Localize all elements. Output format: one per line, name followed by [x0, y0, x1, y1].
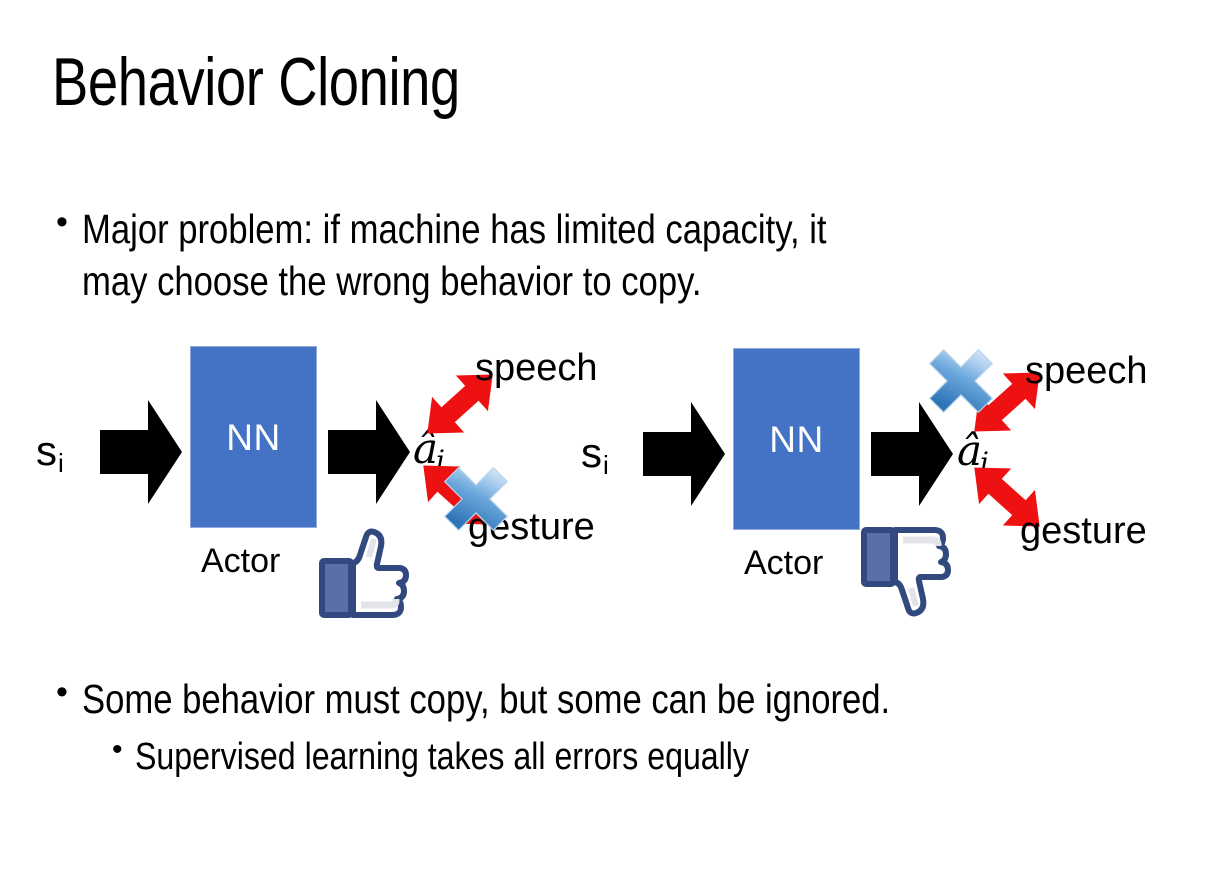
thumbs-up-icon — [317, 525, 417, 623]
bullet-bottom-1: • Some behavior must copy, but some can … — [56, 673, 1186, 725]
diagram-left: si NN Actor âi — [20, 330, 620, 640]
bullet-bottom-2-text: Supervised learning takes all errors equ… — [134, 736, 749, 778]
bullet-marker-icon: • — [56, 203, 68, 241]
state-subscript: i — [603, 450, 609, 481]
actor-label-right: Actor — [744, 544, 824, 582]
nn-box-label: NN — [769, 418, 824, 460]
speech-label-left: speech — [475, 347, 598, 389]
cross-out-icon-right — [920, 340, 1002, 422]
output-arrow-right — [871, 402, 953, 506]
action-label-left: âi — [413, 428, 445, 475]
cross-out-icon-left — [435, 458, 517, 540]
state-label-left: si — [36, 427, 64, 479]
action-label-right: âi — [957, 430, 989, 477]
thumbs-down-icon — [859, 522, 959, 620]
input-arrow-left — [100, 400, 182, 504]
diagram-right: si NN Actor âi — [565, 330, 1165, 640]
nn-box-right: NN — [733, 348, 860, 530]
state-symbol: s — [36, 427, 57, 474]
output-arrow-left — [328, 400, 410, 504]
bullet-bottom-1-text: Some behavior must copy, but some can be… — [81, 676, 891, 722]
gesture-label-right: gesture — [1020, 510, 1147, 552]
gesture-arrow-right — [955, 442, 1059, 552]
action-subscript: i — [436, 444, 446, 478]
bullet-top-text: Major problem: if machine has limited ca… — [81, 206, 827, 305]
nn-box-left: NN — [190, 346, 317, 528]
bullet-marker-icon: • — [56, 673, 68, 711]
state-label-right: si — [581, 429, 609, 481]
state-symbol: s — [581, 429, 602, 476]
nn-box-label: NN — [226, 416, 281, 458]
speech-label-right: speech — [1025, 350, 1148, 392]
speech-arrow-right — [957, 348, 1057, 456]
input-arrow-right — [643, 402, 725, 506]
bullet-top: • Major problem: if machine has limited … — [56, 203, 1176, 308]
page-title: Behavior Cloning — [52, 44, 460, 120]
action-symbol: â — [413, 424, 439, 473]
diagram-stage: si NN Actor âi — [0, 330, 1210, 640]
actor-label-left: Actor — [201, 542, 281, 580]
state-subscript: i — [58, 448, 64, 479]
action-subscript: i — [980, 446, 990, 480]
bullet-marker-icon: • — [112, 733, 123, 766]
bullet-bottom-2: • Supervised learning takes all errors e… — [112, 733, 1192, 782]
speech-arrow-left — [410, 350, 510, 458]
action-symbol: â — [957, 426, 983, 475]
